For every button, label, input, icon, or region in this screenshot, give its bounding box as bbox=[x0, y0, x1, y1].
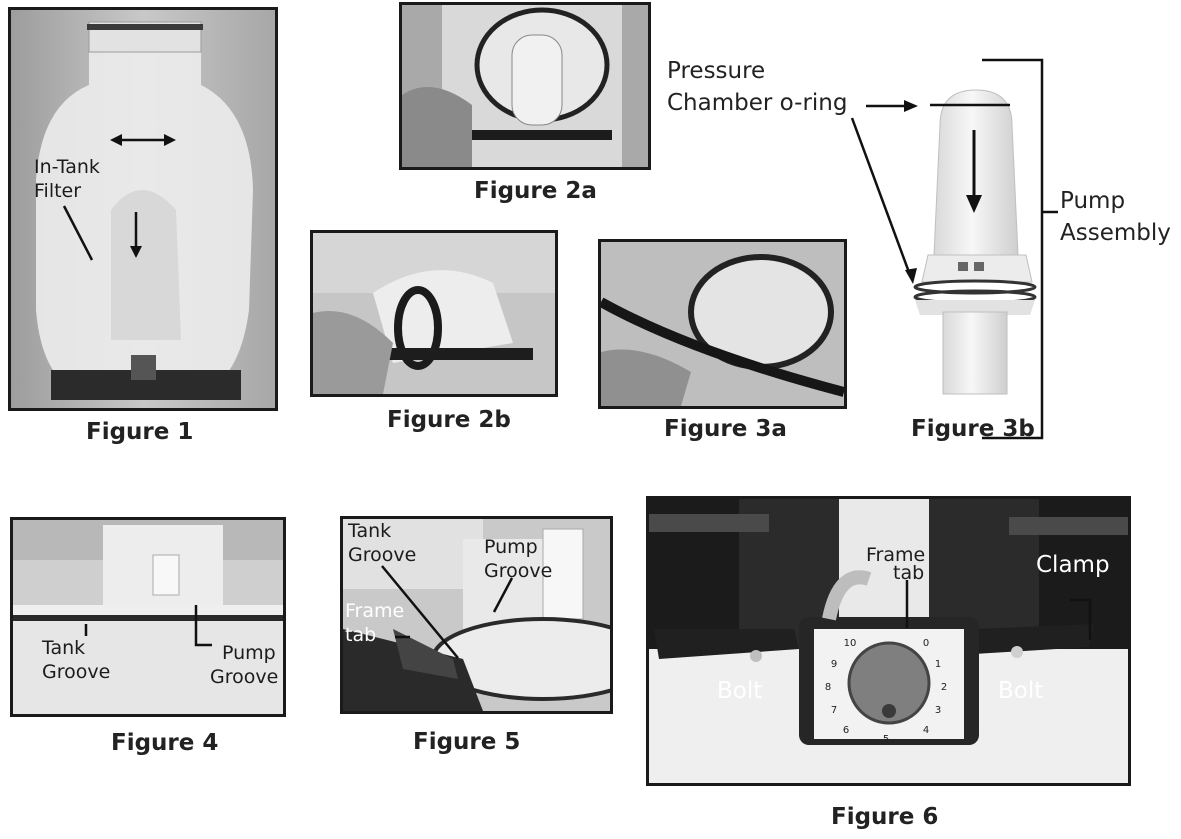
figure-2b-photo bbox=[310, 230, 558, 397]
fig5-pump-groove-label-line2: Groove bbox=[484, 560, 553, 582]
in-tank-filter-label-line2: Filter bbox=[34, 180, 82, 202]
figure-5-caption: Figure 5 bbox=[413, 729, 521, 755]
figure-3a-photo bbox=[598, 239, 847, 409]
figure-4-photo bbox=[10, 517, 286, 717]
fig4-pump-groove-label-line2: Groove bbox=[210, 666, 279, 688]
fig4-tank-groove-label-line1: Tank bbox=[42, 637, 86, 659]
fig6-clamp-label: Clamp bbox=[1036, 552, 1110, 578]
figure-2b-caption: Figure 2b bbox=[387, 407, 511, 433]
fig6-frame-tab-label-line1: Frame bbox=[866, 544, 926, 566]
figure-3b-caption: Figure 3b bbox=[911, 416, 1035, 442]
pump-assembly-label-line1: Pump bbox=[1060, 188, 1126, 214]
in-tank-filter-label-line1: In-Tank bbox=[34, 156, 100, 178]
fig5-frame-tab-label-line1: Frame bbox=[345, 600, 405, 622]
pressure-chamber-oring-label-line2: Chamber o-ring bbox=[667, 90, 848, 116]
fig5-tank-groove-label-line1: Tank bbox=[348, 520, 392, 542]
figure-6-photo bbox=[646, 496, 1131, 786]
figure-2a-caption: Figure 2a bbox=[474, 178, 597, 204]
fig5-frame-tab-label-line2: tab bbox=[345, 624, 377, 646]
fig6-frame-tab-label-line2: tab bbox=[893, 562, 925, 584]
fig4-tank-groove-label-line2: Groove bbox=[42, 661, 111, 683]
pressure-chamber-oring-label-line1: Pressure bbox=[667, 58, 766, 84]
figure-6-caption: Figure 6 bbox=[831, 804, 939, 830]
figure-1-photo bbox=[8, 7, 278, 411]
pump-assembly-label-line2: Assembly bbox=[1060, 220, 1171, 246]
fig6-bolt-right-label: Bolt bbox=[998, 678, 1044, 704]
figure-2a-photo bbox=[399, 2, 651, 170]
fig6-bolt-left-label: Bolt bbox=[717, 678, 763, 704]
fig5-tank-groove-label-line2: Groove bbox=[348, 544, 417, 566]
figure-3a-caption: Figure 3a bbox=[664, 416, 787, 442]
fig5-pump-groove-label-line1: Pump bbox=[484, 536, 538, 558]
figure-4-caption: Figure 4 bbox=[111, 730, 219, 756]
figure-1-caption: Figure 1 bbox=[86, 419, 194, 445]
fig4-pump-groove-label-line1: Pump bbox=[222, 642, 276, 664]
